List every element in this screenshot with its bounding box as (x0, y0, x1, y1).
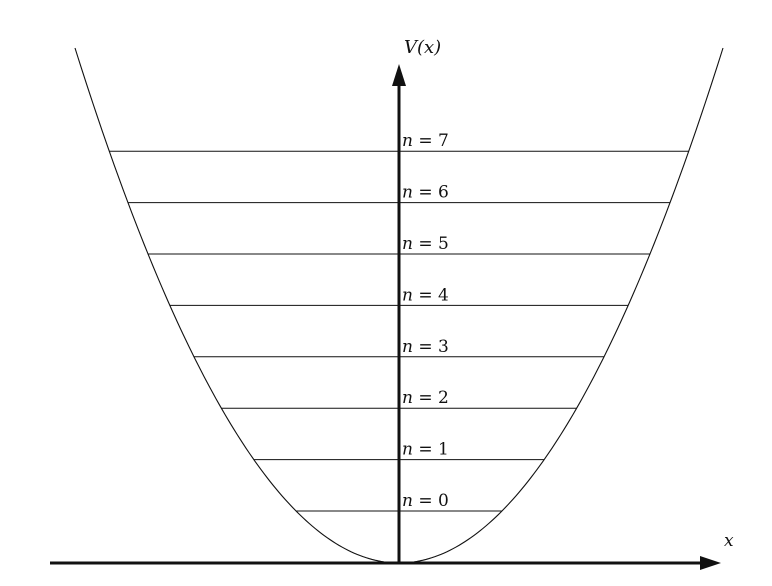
y-axis-arrowhead (392, 64, 406, 86)
energy-level-label: n = 0 (402, 491, 449, 511)
y-axis-label: V(x) (404, 37, 441, 58)
energy-level-label: n = 5 (402, 234, 449, 254)
x-axis-arrowhead (700, 556, 721, 570)
energy-level-label: n = 4 (402, 285, 449, 305)
energy-level-label: n = 1 (402, 440, 449, 460)
energy-level-label: n = 6 (402, 183, 449, 203)
energy-level-label: n = 3 (402, 337, 449, 357)
x-axis-label: x (724, 531, 734, 551)
energy-level-label: n = 7 (402, 131, 449, 151)
energy-level-label: n = 2 (402, 388, 449, 408)
